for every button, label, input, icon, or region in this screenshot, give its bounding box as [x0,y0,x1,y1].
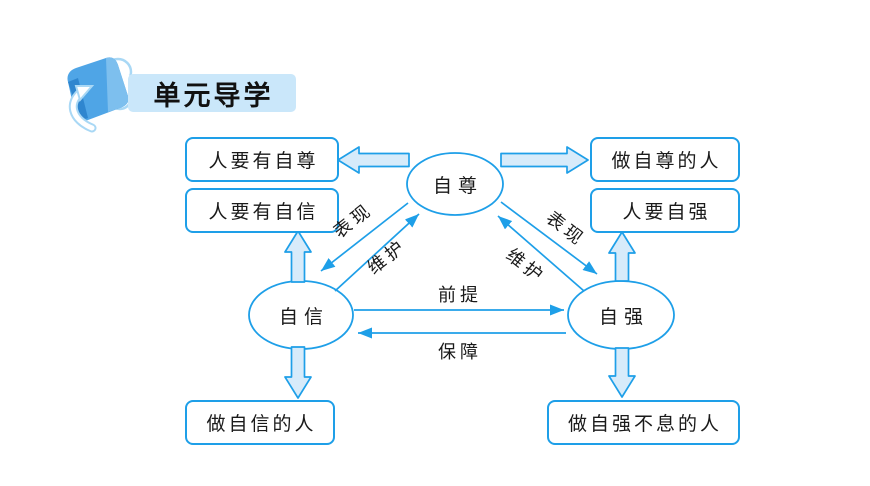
box-need-ziqiang: 人要自强 [590,188,740,233]
node-zizun-ellipse [406,152,504,216]
box-label: 做自尊的人 [611,151,722,172]
edge-line-weihu-right [497,215,585,292]
edge-line-weihu-left [334,213,420,292]
box-be-zixin: 做自信的人 [185,400,335,445]
box-be-zizun: 做自尊的人 [590,137,740,182]
box-label: 做自强不息的人 [567,414,722,435]
box-label: 做自信的人 [206,414,317,435]
edge-label-baozhang: 保障 [438,342,482,362]
edge-line-biaoxian-right [500,201,598,275]
edge-label-qianti: 前提 [438,285,482,305]
node-label-ziqiang: 自强 [598,306,649,328]
block-arrow-zizun-to-be-zizun [500,146,589,174]
block-arrow-ziqiang-to-need-ziqiang [608,231,636,282]
box-label: 人要自强 [622,202,711,223]
block-arrow-zizun-to-need-zizun [337,146,410,174]
box-label: 人要有自尊 [208,151,319,172]
box-be-ziqiang: 做自强不息的人 [547,400,740,445]
block-arrow-ziqiang-to-be-ziqiang [608,347,636,398]
section-title-banner: 单元导学 [128,74,296,112]
block-arrow-zixin-to-need-zixin [284,230,312,283]
edge-line-biaoxian-left [320,202,409,272]
node-label-zizun: 自尊 [432,175,483,197]
node-label-zixin: 自信 [278,306,329,328]
box-label: 人要有自信 [208,202,319,223]
block-arrow-zixin-to-be-zixin [284,346,312,399]
page-title: 单元导学 [153,80,274,111]
box-need-zixin: 人要有自信 [185,188,339,233]
box-need-zizun: 人要有自尊 [185,137,339,182]
